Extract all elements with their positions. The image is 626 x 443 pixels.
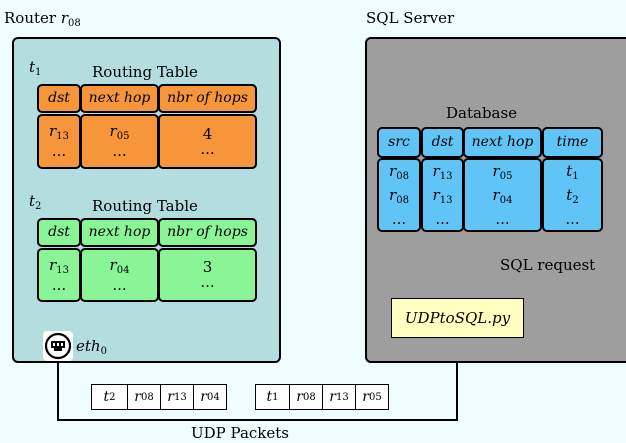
table2-title: Routing Table xyxy=(92,197,198,215)
table2-header-next-hop: next hop xyxy=(80,218,159,247)
db-column-src: r08 r08 ... xyxy=(377,158,421,232)
udp-packets-label: UDP Packets xyxy=(191,424,289,442)
table2-cell-dst: r13 ... xyxy=(37,248,81,302)
udp-to-sql-script: UDPtoSQL.py xyxy=(391,298,524,338)
table1-time-label: t1 xyxy=(29,58,42,78)
db-header-dst: dst xyxy=(421,127,464,158)
sql-request-label: SQL request xyxy=(500,256,596,274)
table1-title: Routing Table xyxy=(92,63,198,81)
table1-cell-next-hop: r05 ... xyxy=(80,114,159,169)
table2-time-label: t2 xyxy=(29,192,42,212)
server-title: SQL Server xyxy=(366,9,455,27)
router-title: Router r08 xyxy=(4,9,81,29)
table1-header-nbr-hops: nbr of hops xyxy=(158,84,257,113)
table1-cell-hops: 4 ... xyxy=(158,114,257,169)
db-column-dst: r13 r13 ... xyxy=(421,158,464,232)
table2-cell-next-hop: r04 ... xyxy=(80,248,159,302)
database-title: Database xyxy=(446,104,518,122)
table2-header-dst: dst xyxy=(37,218,81,247)
ethernet-port-icon xyxy=(43,331,73,361)
table1-cell-dst: r13 ... xyxy=(37,114,81,169)
interface-label: eth0 xyxy=(76,337,107,357)
table2-header-nbr-hops: nbr of hops xyxy=(158,218,257,247)
db-column-next-hop: r05 r04 ... xyxy=(463,158,542,232)
udp-packet-path xyxy=(57,339,467,421)
db-header-time: time xyxy=(542,127,603,158)
table1-header-dst: dst xyxy=(37,84,81,113)
table2-cell-hops: 3 ... xyxy=(158,248,257,302)
db-header-next-hop: next hop xyxy=(463,127,542,158)
db-header-src: src xyxy=(377,127,421,158)
table1-header-next-hop: next hop xyxy=(80,84,159,113)
db-column-time: t1 t2 ... xyxy=(542,158,603,232)
